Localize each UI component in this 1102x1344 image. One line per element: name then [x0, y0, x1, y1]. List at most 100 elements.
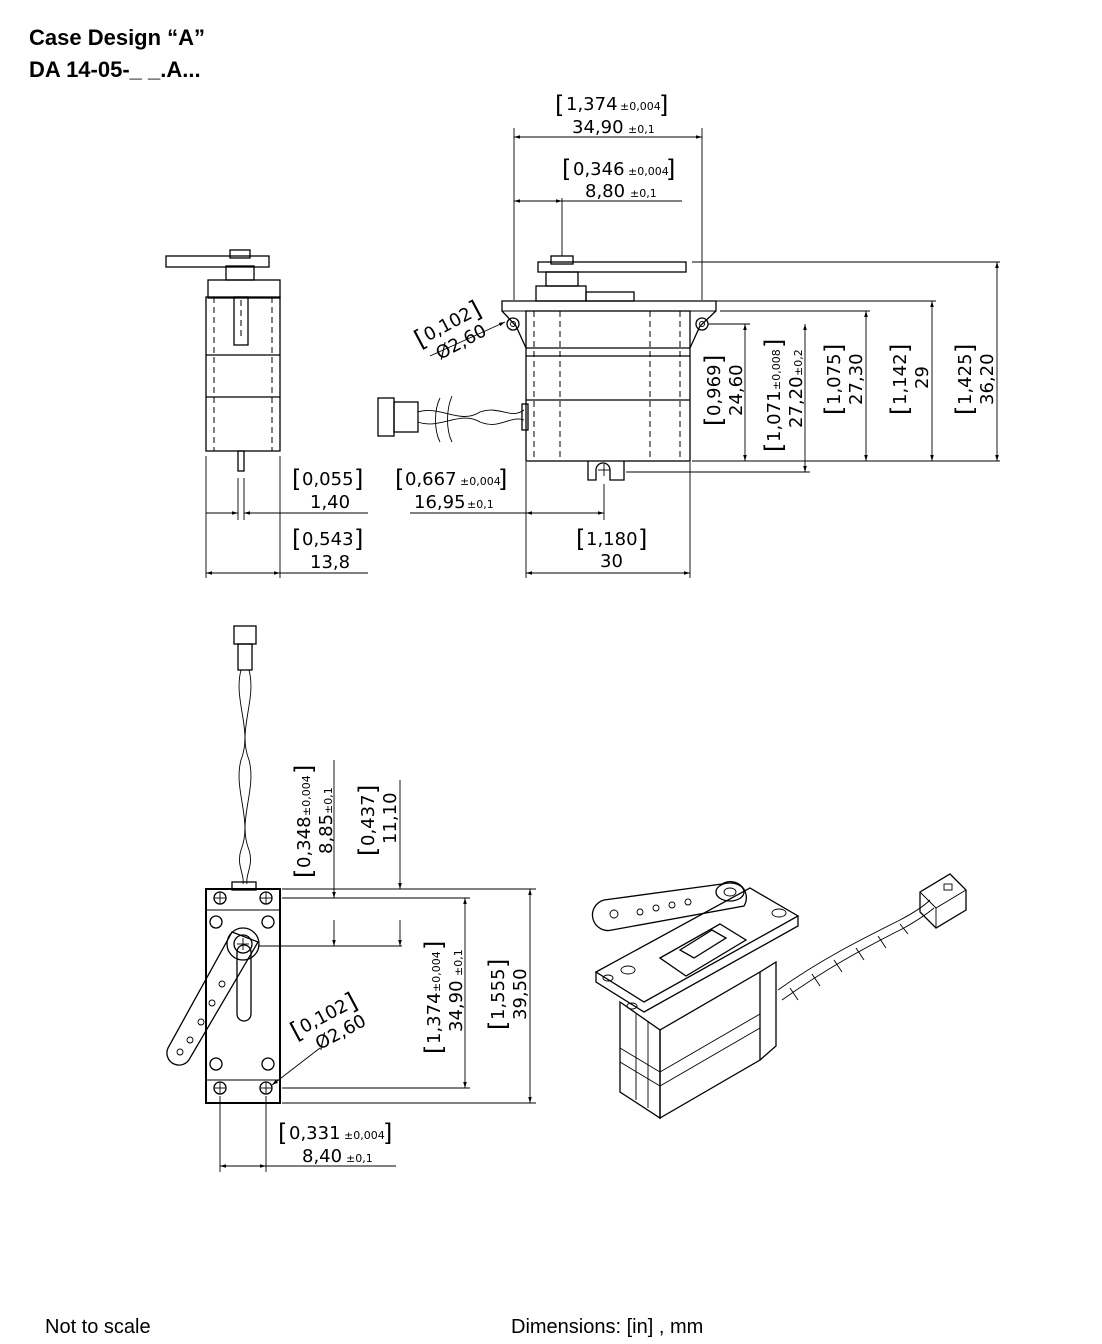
svg-text:]: ]: [951, 344, 979, 353]
svg-text:]: ]: [666, 155, 675, 183]
dim-height-2: [1,071±0,008] 27,20±0,2: [760, 339, 807, 452]
dim-overall-length: [1,555] 39,50: [484, 959, 531, 1030]
dim-height-1: [0,969] 24,60: [700, 355, 747, 426]
svg-text:34,90: 34,90: [446, 980, 467, 1032]
dim-body-width: [1,180] 30: [576, 525, 647, 572]
svg-text:]: ]: [700, 355, 728, 364]
svg-text:30: 30: [600, 551, 623, 572]
dim-shaft-offset: [0,346±0,004] 8,80±0,1: [562, 155, 675, 202]
dim-height-3: [1,075] 27,30: [820, 344, 867, 415]
svg-text:36,20: 36,20: [977, 353, 998, 405]
svg-text:0,331: 0,331: [289, 1123, 341, 1144]
svg-text:[: [: [951, 406, 979, 415]
svg-text:[: [: [820, 406, 848, 415]
svg-text:±0,1: ±0,1: [452, 949, 465, 976]
svg-text:[: [: [354, 847, 382, 856]
svg-text:8,40: 8,40: [302, 1146, 342, 1167]
svg-text:[: [: [700, 417, 728, 426]
svg-text:]: ]: [638, 525, 647, 553]
svg-text:0,346: 0,346: [573, 159, 625, 180]
svg-text:[: [: [292, 525, 301, 553]
svg-text:±0,004: ±0,004: [300, 775, 313, 816]
dim-overall-width: [1,374±0,004] 34,90 ±0,1: [555, 91, 668, 138]
svg-text:±0,004: ±0,004: [628, 165, 669, 178]
svg-text:29: 29: [912, 366, 933, 389]
svg-text:1,40: 1,40: [310, 492, 350, 513]
svg-text:1,374: 1,374: [424, 992, 445, 1044]
svg-text:0,348: 0,348: [294, 816, 315, 868]
svg-text:1,071: 1,071: [764, 390, 785, 442]
svg-text:1,142: 1,142: [890, 353, 911, 405]
svg-text:0,543: 0,543: [302, 529, 354, 550]
svg-text:±0,008: ±0,008: [770, 349, 783, 390]
svg-text:39,50: 39,50: [510, 968, 531, 1020]
dim-shaft-position: [0,667±0,004] 16,95±0,1: [395, 465, 507, 513]
dim-shaft-from-edge: [0,437] 11,10: [354, 785, 401, 856]
svg-text:[: [: [420, 1045, 448, 1054]
front-view: [377, 128, 1000, 578]
svg-text:[: [: [484, 1021, 512, 1030]
svg-text:[: [: [395, 465, 404, 493]
dim-mount-hole-2: [0,102] Ø2,60: [286, 987, 370, 1054]
svg-text:±0,004: ±0,004: [620, 100, 661, 113]
dim-side-depth: [0,543] 13,8: [292, 525, 363, 573]
top-view: [166, 625, 536, 1172]
svg-text:[: [: [278, 1119, 287, 1147]
svg-text:±0,004: ±0,004: [430, 951, 443, 992]
dim-hole-spacing: [1,374±0,004] 34,90 ±0,1: [420, 941, 467, 1054]
svg-text:1,555: 1,555: [488, 968, 509, 1020]
dim-height-5: [1,425] 36,20: [951, 344, 998, 415]
svg-text:0,969: 0,969: [704, 364, 725, 416]
svg-text:]: ]: [498, 465, 507, 493]
svg-text:]: ]: [760, 339, 788, 348]
title-case-design: Case Design “A”: [29, 25, 206, 50]
svg-text:[: [: [555, 91, 564, 119]
svg-text:]: ]: [354, 465, 363, 493]
svg-text:]: ]: [354, 785, 382, 794]
svg-text:1,180: 1,180: [586, 529, 638, 550]
svg-text:0,667: 0,667: [405, 469, 457, 490]
svg-text:]: ]: [484, 959, 512, 968]
svg-text:27,20: 27,20: [786, 376, 807, 428]
svg-text:1,075: 1,075: [824, 353, 845, 405]
svg-text:34,90: 34,90: [572, 117, 624, 138]
svg-text:]: ]: [420, 941, 448, 950]
svg-text:[: [: [290, 869, 318, 878]
side-view: [165, 249, 368, 578]
svg-text:±0,004: ±0,004: [344, 1129, 385, 1142]
dim-shaft-from-top: [0,348±0,004] 8,85±0,1: [290, 765, 337, 878]
svg-text:1,425: 1,425: [955, 353, 976, 405]
svg-text:27,30: 27,30: [846, 353, 867, 405]
svg-text:[: [: [562, 155, 571, 183]
dim-mount-hole: [0,102] Ø2,60: [410, 295, 491, 364]
svg-text:±0,004: ±0,004: [460, 475, 501, 488]
svg-text:]: ]: [820, 344, 848, 353]
svg-text:]: ]: [659, 91, 668, 119]
svg-text:[: [: [292, 465, 301, 493]
svg-text:13,8: 13,8: [310, 552, 350, 573]
svg-text:[: [: [886, 406, 914, 415]
svg-text:0,437: 0,437: [358, 794, 379, 846]
svg-text:]: ]: [383, 1119, 392, 1147]
isometric-view: [591, 873, 967, 1120]
svg-text:]: ]: [886, 344, 914, 353]
title-part-number: DA 14-05-_ _.A...: [29, 57, 201, 82]
svg-text:1,374: 1,374: [566, 94, 618, 115]
svg-text:±0,1: ±0,1: [628, 123, 655, 136]
dim-height-4: [1,142] 29: [886, 344, 933, 415]
svg-text:0,055: 0,055: [302, 469, 354, 490]
svg-text:[: [: [576, 525, 585, 553]
units-note: Dimensions: [in] , mm: [511, 1316, 704, 1338]
svg-text:16,95: 16,95: [414, 492, 466, 513]
dim-hole-offset: [0,331±0,004] 8,40±0,1: [278, 1119, 392, 1167]
svg-text:24,60: 24,60: [726, 364, 747, 416]
svg-text:]: ]: [290, 765, 318, 774]
svg-text:±0,1: ±0,1: [467, 498, 494, 511]
svg-text:±0,1: ±0,1: [322, 787, 335, 814]
svg-text:±0,2: ±0,2: [792, 349, 805, 376]
svg-text:11,10: 11,10: [380, 792, 401, 844]
svg-text:]: ]: [354, 525, 363, 553]
svg-text:8,85: 8,85: [316, 814, 337, 854]
svg-text:[: [: [760, 443, 788, 452]
